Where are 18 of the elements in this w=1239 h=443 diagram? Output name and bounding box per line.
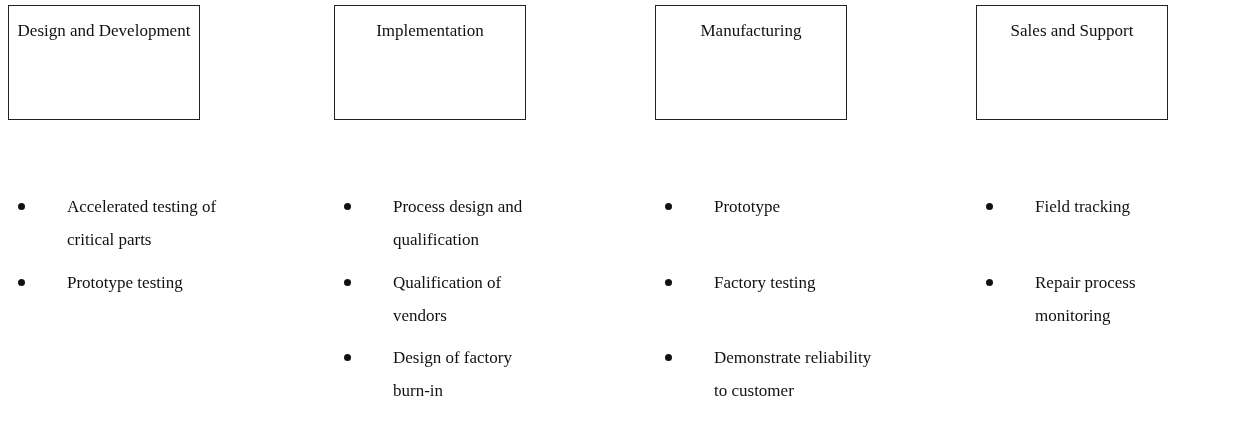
stage-title: Manufacturing <box>699 20 803 42</box>
stage-title: Sales and Support <box>1009 20 1135 42</box>
stage-title: Implementation <box>375 20 485 42</box>
bullet-text: Demonstrate reliability to customer <box>714 347 872 402</box>
stage-box <box>8 5 200 120</box>
bullet-text: Qualification of vendors <box>393 272 503 327</box>
stage-title: Design and Development <box>17 20 191 42</box>
stage-box <box>976 5 1168 120</box>
bullet-text: Prototype testing <box>67 272 184 294</box>
bullet-text: Process design and qualification <box>393 196 524 251</box>
bullet-text: Repair process monitoring <box>1035 272 1137 327</box>
bullet-text: Design of factory burn-in <box>393 347 513 402</box>
bullet-text: Prototype <box>714 196 782 218</box>
stage-box <box>655 5 847 120</box>
bullet-text: Accelerated testing of critical parts <box>67 196 218 251</box>
bullet-text: Field tracking <box>1035 196 1131 218</box>
stage-box <box>334 5 526 120</box>
bullet-text: Factory testing <box>714 272 817 294</box>
